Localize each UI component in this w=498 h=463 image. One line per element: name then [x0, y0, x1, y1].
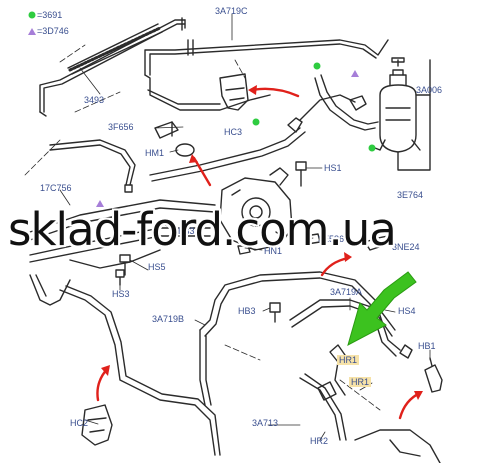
red-arrow-3ne24 [320, 256, 350, 277]
clamp-HC2 [81, 404, 113, 446]
clamp-HC3 [219, 73, 249, 111]
fitting-3F656 [154, 121, 179, 139]
label-3493: 3493 [84, 95, 105, 105]
red-arrowheads [101, 85, 423, 400]
label-HS5: HS5 [148, 262, 166, 272]
label-3A713: 3A713 [252, 418, 279, 428]
label-HR1-lower: HR1 [349, 377, 372, 387]
legend-green-dot-icon [28, 11, 36, 19]
pump-hose-upper [149, 127, 306, 182]
label-HR1-upper: HR1 [337, 355, 360, 365]
hose-3A719C [144, 39, 389, 111]
label-3A719A: 3A719A [330, 287, 363, 297]
label-3A719C: 3A719C [215, 6, 248, 16]
legend-symbols [28, 11, 36, 35]
red-arrow-hc3 [250, 87, 300, 98]
label-3A006: 3A006 [416, 85, 443, 95]
label-HB1: HB1 [418, 341, 436, 351]
label-HM1: HM1 [145, 148, 165, 158]
label-3A719B: 3A719B [152, 314, 185, 324]
bolt-HB1 [424, 357, 443, 393]
bolt-HB3 [269, 302, 281, 323]
green-pointer-arrow [347, 271, 417, 346]
legend-purple-triangle-icon [28, 28, 36, 35]
label-3E586: 3E586 [318, 234, 345, 244]
cooler-line-17C756 [49, 139, 136, 193]
nut-HN1 [237, 245, 251, 255]
label-17C756: 17C756 [40, 183, 72, 193]
label-HB3: HB3 [238, 306, 256, 316]
bolt-HS3 [115, 269, 125, 286]
label-HN1: HN1 [264, 246, 283, 256]
hose-lower-right [299, 373, 441, 463]
leader-lines [59, 13, 431, 441]
green-dot-markers [252, 62, 376, 152]
label-HS3: HS3 [112, 289, 130, 299]
label-HC2: HC2 [70, 418, 89, 428]
purple-triangle-markers [96, 70, 359, 207]
cooler-tube-3493 [39, 17, 186, 117]
label-3F656: 3F656 [108, 122, 134, 132]
steering-pump [219, 167, 293, 251]
cooler-tubes-main [29, 199, 216, 306]
label-HS1: HS1 [324, 163, 342, 173]
oring-HM1 [175, 143, 195, 157]
bolt-HS5 [119, 254, 131, 276]
fitting-3E586 [304, 233, 321, 245]
label-HS4: HS4 [398, 306, 416, 316]
label-3E764: 3E764 [397, 190, 424, 200]
label-3NE24: 3NE24 [392, 242, 420, 252]
label-HC3: HC3 [224, 127, 243, 137]
supply-hose-reservoir [287, 74, 379, 133]
bolt-HS1 [295, 161, 307, 187]
watermark-text: sklad-ford.com.ua [8, 203, 397, 256]
label-HR2: HR2 [310, 436, 329, 446]
reservoir-3E764 [374, 57, 431, 171]
label-H33: H33 [178, 226, 195, 236]
legend-green-text: =3691 [37, 10, 63, 20]
legend-purple-text: =3D746 [37, 26, 69, 36]
dashed-leaders [24, 44, 381, 411]
